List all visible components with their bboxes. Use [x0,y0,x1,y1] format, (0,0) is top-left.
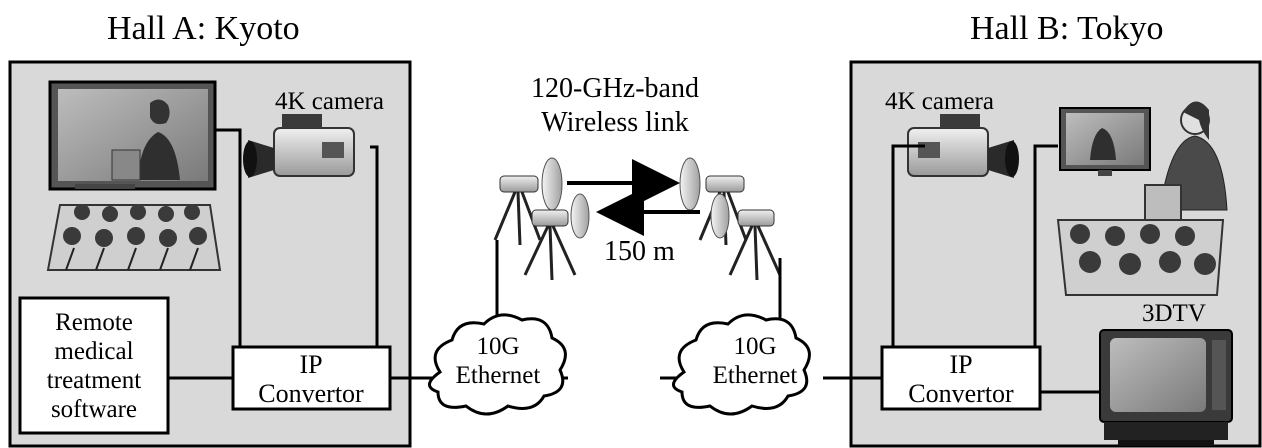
crt-tv-icon [1099,329,1233,446]
tv-label: 3DTV [1142,300,1206,327]
link-distance-label: 150 m [604,236,675,267]
display-screen-icon [48,80,217,191]
ip-convertor-box-a [231,345,392,411]
software-label: Remote medical treatment software [46,309,142,423]
ip-convertor-label-a: IP Convertor [258,350,364,408]
wireless-link-label: 120-GHz-band Wireless link [531,73,699,138]
audience-icon [1056,219,1225,296]
hall-b-title: Hall B: Tokyo [970,10,1164,47]
antenna-tripod-icon [493,157,590,281]
cloud-icon [428,313,567,416]
ip-convertor-label-b: IP Convertor [908,350,1014,408]
audience-icon [46,204,222,271]
ethernet-label-left: 10G Ethernet [455,333,541,389]
ip-convertor-box-b [880,345,1042,411]
cloud-icon [672,313,811,416]
hall-a-camera-label: 4K camera [275,88,384,115]
hall-b-camera-label: 4K camera [885,88,994,115]
video-camera-icon [243,114,355,178]
antenna-tripod-icon [679,157,782,281]
display-screen-icon [1059,107,1151,176]
ethernet-label-right: 10G Ethernet [712,333,798,389]
software-box [18,296,170,435]
hall-a-title: Hall A: Kyoto [107,10,300,47]
presenter-icon [1144,101,1228,224]
video-camera-icon [907,114,1019,178]
